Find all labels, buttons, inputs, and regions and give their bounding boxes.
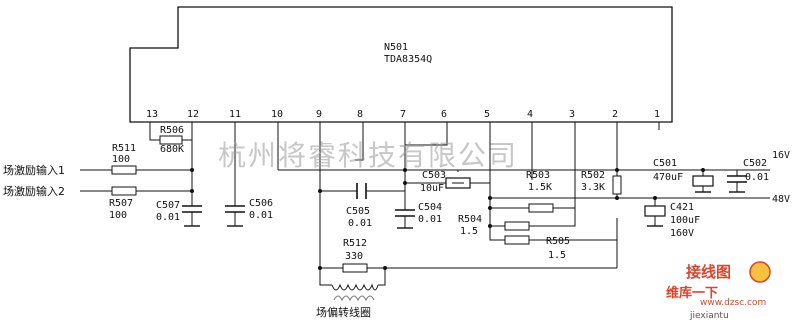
watermark-text: 杭州将睿科技有限公司 [218,139,518,172]
logo-line3: jiexiantu [689,311,729,321]
logo-brand: 接线图 [686,263,731,281]
ic-body [129,6,673,123]
junctions [190,168,705,270]
resistor-r511 [111,165,137,175]
label-r504-ref: R504 [458,214,482,225]
pin-number-11: 11 [229,109,241,120]
pin-number-9: 9 [316,109,322,120]
pin-number-12: 12 [187,109,199,120]
label-c421-voltage: 160V [670,228,694,239]
ground-symbols [184,191,745,229]
input-2-label: 场激励输入2 [3,184,65,198]
label-r512-value: 330 [345,251,363,262]
label-r503-ref: R503 [526,170,550,181]
capacitor-c505 [356,183,367,199]
label-c503-ref: C503 [422,170,446,181]
pin-number-8: 8 [357,109,363,120]
label-r507-ref: R507 [109,198,133,209]
wires [80,122,770,286]
input-1-label: 场激励输入1 [3,163,65,177]
label-c501-value: 470uF [653,172,683,183]
label-c507-value: 0.01 [156,212,180,223]
pin-number-4: 4 [527,109,533,120]
resistor-r505 [504,235,530,245]
resistor-r512 [342,263,368,273]
capacitor-c502 [727,175,747,186]
rail-48v-label: 48V [772,194,790,205]
ic-n501: N501 TDA8354Q 13 12 11 10 9 8 7 6 5 4 3 … [129,6,673,123]
labels: R511 100 R507 100 R506 680K C507 0.01 C5… [3,125,790,319]
label-c503-value: 10uF [420,183,444,194]
rail-16v-label: 16V [772,150,790,161]
coil-label: 场偏转线圈 [316,305,371,319]
ic-part-label: TDA8354Q [384,54,432,65]
site-logo: 接线图 维库一下 www.dzsc.com jiexiantu [666,261,771,321]
label-r511-value: 100 [112,154,130,165]
deflection-coil [331,283,379,302]
label-r505-ref: R505 [546,236,570,247]
label-r504-value: 1.5 [460,226,478,237]
label-c504-value: 0.01 [418,214,442,225]
pin-number-13: 13 [146,109,158,120]
ic-ref-label: N501 [384,42,408,53]
resistor-r503 [528,203,554,213]
capacitor-c421 [644,205,666,220]
label-c504-ref: C504 [418,202,442,213]
label-c421-value: 100uF [670,215,700,226]
resistor-r502 [612,175,622,195]
label-r506-ref: R506 [160,125,184,136]
label-r512-ref: R512 [343,238,367,249]
capacitor-c504 [395,209,415,222]
label-r502-ref: R502 [581,170,605,181]
capacitor-c506 [225,205,245,220]
capacitors [182,175,747,222]
pin-number-1: 1 [654,109,660,120]
pin-number-5: 5 [484,109,490,120]
label-c507-ref: C507 [156,200,180,211]
pin-number-2: 2 [612,109,618,120]
pin-number-6: 6 [441,109,447,120]
capacitor-c501 [692,175,714,187]
pin-number-7: 7 [400,109,406,120]
label-r506-value: 680K [160,144,184,155]
label-r507-value: 100 [109,210,127,221]
resistor-r506 [159,135,183,145]
label-c505-ref: C505 [346,206,370,217]
label-r502-value: 3.3K [581,182,605,193]
resistor-r504 [504,221,530,231]
capacitor-c503 [445,177,471,189]
logo-line1: 维库一下 [666,285,718,301]
capacitor-c507 [182,196,202,220]
resistor-r507 [111,186,137,196]
pin-number-3: 3 [569,109,575,120]
label-c501-ref: C501 [653,158,677,169]
logo-line2: www.dzsc.com [700,298,766,308]
label-c505-value: 0.01 [348,218,372,229]
label-r511-ref: R511 [112,143,136,154]
logo-mascot-icon [749,261,771,283]
pin-number-10: 10 [271,109,283,120]
label-c506-value: 0.01 [249,210,273,221]
label-r505-value: 1.5 [548,250,566,261]
label-r503-value: 1.5K [528,182,552,193]
label-c502-value: 0.01 [745,172,769,183]
label-c502-ref: C502 [743,158,767,169]
label-c421-ref: C421 [670,202,694,213]
label-c506-ref: C506 [249,198,273,209]
resistors [111,135,622,273]
